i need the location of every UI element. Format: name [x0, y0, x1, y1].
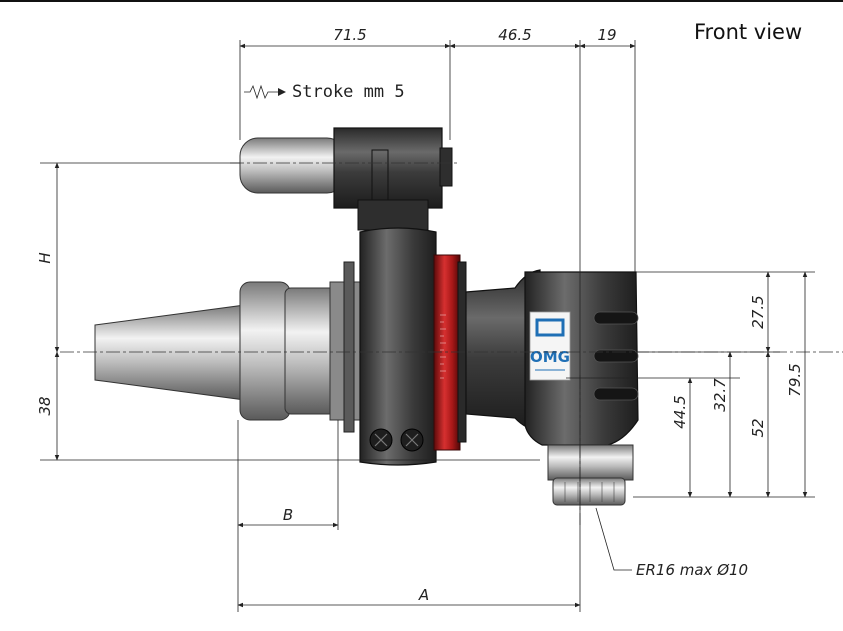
dim-27-5: 27.5 — [749, 295, 767, 328]
stop-pin — [343, 261, 355, 433]
taper-shank — [94, 304, 246, 401]
flange — [239, 281, 291, 421]
torque-arm-foot — [357, 199, 429, 231]
dim-19: 19 — [597, 26, 616, 44]
angle-scale — [440, 314, 446, 379]
dim-44-5: 44.5 — [671, 395, 689, 428]
torque-arm-screw — [439, 147, 453, 187]
collet-leader — [595, 507, 632, 571]
red-angle-ring — [433, 254, 461, 451]
dim-b: B — [283, 506, 293, 524]
dim-32-7: 32.7 — [711, 378, 729, 412]
dim-52: 52 — [749, 418, 767, 437]
logo-text: OMG — [530, 348, 570, 366]
stroke-label: Stroke mm 5 — [292, 82, 405, 102]
omg-logo: OMG — [529, 311, 571, 381]
dim-71-5: 71.5 — [333, 26, 366, 44]
dim-h: H — [36, 252, 54, 263]
dim-79-5: 79.5 — [786, 363, 804, 396]
spindle-sleeve — [547, 444, 634, 481]
angle-head-grooves — [593, 311, 639, 401]
collet-label: ER16 max Ø10 — [636, 561, 748, 579]
extension-lines — [40, 40, 815, 612]
dimension-lines — [54, 43, 808, 608]
view-title: Front view — [694, 20, 803, 44]
torque-arm-slot — [371, 149, 389, 201]
dim-a: A — [418, 586, 429, 604]
torque-arm-pin — [239, 137, 346, 194]
dim-46-5: 46.5 — [498, 26, 531, 44]
spring-icon — [244, 84, 284, 100]
main-housing — [359, 227, 437, 466]
collet-nut — [552, 477, 626, 506]
dim-38: 38 — [36, 396, 54, 415]
